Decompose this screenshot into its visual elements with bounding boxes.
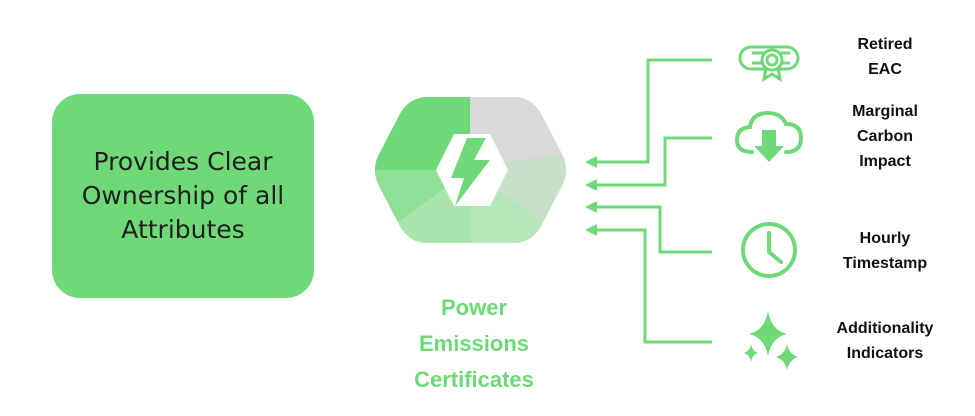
summary-box: Provides Clear Ownership of all Attribut… (52, 94, 314, 298)
attribute-label-retired-eac: Retired EAC (835, 32, 935, 82)
logo-label: Power Emissions Certificates (384, 290, 564, 398)
attribute-label-marginal-carbon-impact: Marginal Carbon Impact (830, 99, 940, 174)
summary-box-text: Provides Clear Ownership of all Attribut… (81, 147, 285, 244)
attribute-label-line: Retired (857, 36, 913, 53)
attribute-label-line: Timestamp (842, 255, 928, 272)
power-emissions-logo (375, 97, 566, 243)
cloud-download-icon (734, 110, 804, 162)
sparkles-icon (744, 311, 798, 370)
attribute-label-line: Marginal (852, 103, 918, 120)
certificate-scroll-icon (738, 45, 800, 83)
logo-label-line-2: Emissions (418, 331, 530, 356)
attribute-label-line: EAC (868, 61, 902, 78)
clock-icon (741, 222, 797, 278)
arrowheads (585, 156, 597, 236)
attribute-label-additionality-indicators: Additionality Indicators (820, 316, 950, 366)
logo-label-line-1: Power (440, 295, 508, 320)
attribute-label-line: Hourly (859, 230, 911, 247)
attribute-label-line: Indicators (846, 345, 924, 362)
attribute-label-line: Carbon (857, 128, 913, 145)
lightning-bolt-icon (451, 138, 490, 206)
attribute-label-line: Additionality (836, 320, 934, 337)
attribute-label-line: Impact (859, 153, 911, 170)
attribute-label-hourly-timestamp: Hourly Timestamp (825, 226, 945, 276)
logo-label-line-3: Certificates (414, 367, 534, 392)
connector-lines (592, 58, 712, 344)
